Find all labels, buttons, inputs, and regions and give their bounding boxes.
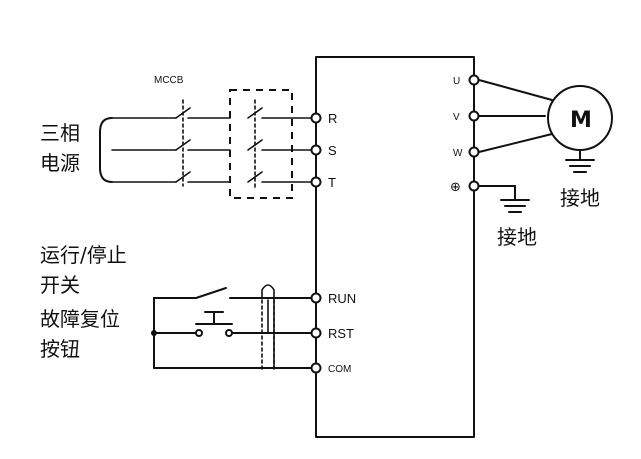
power-input-brace: [99, 117, 113, 183]
mccb-label: MCCB: [154, 75, 184, 86]
terminal-com: [310, 362, 322, 374]
reset-label-line2: 按钮: [40, 337, 80, 361]
terminal-r: [310, 112, 322, 124]
terminal-run: [310, 292, 322, 304]
reset-push-button: [153, 311, 313, 337]
shield-loops: [261, 284, 275, 373]
power-label-line2: 电源: [40, 151, 80, 175]
mccb-breaker: [175, 99, 231, 187]
run-stop-label-line2: 开关: [40, 273, 80, 297]
terminal-w: [468, 146, 480, 158]
run-stop-switch: [153, 287, 313, 299]
motor-label: M: [570, 108, 592, 133]
motor-ground-icon: [565, 149, 595, 173]
run-stop-label-line1: 运行/停止: [40, 243, 127, 267]
filter-box: [229, 89, 293, 199]
terminal-u-label: U: [453, 76, 460, 87]
terminal-v: [468, 110, 480, 122]
terminal-s: [310, 144, 322, 156]
terminal-s-label: S: [328, 143, 337, 158]
terminal-com-label: COM: [328, 364, 351, 375]
terminal-t-label: T: [328, 175, 336, 190]
terminal-v-label: V: [453, 112, 460, 123]
motor-ground-label: 接地: [560, 186, 600, 210]
terminal-ground: [468, 180, 480, 192]
terminal-w-label: W: [453, 148, 463, 159]
drive-ground-label: 接地: [497, 225, 537, 249]
terminal-rst-label: RST: [328, 326, 354, 341]
inverter-body: [315, 56, 475, 438]
terminal-r-label: R: [328, 111, 337, 126]
terminal-ground-symbol: ⊕: [450, 179, 461, 194]
reset-label-line1: 故障复位: [40, 307, 120, 331]
terminal-u: [468, 74, 480, 86]
filter-switches: [247, 99, 313, 191]
terminal-run-label: RUN: [328, 291, 356, 306]
terminal-rst: [310, 327, 322, 339]
terminal-t: [310, 176, 322, 188]
power-label-line1: 三相: [40, 121, 80, 145]
drive-ground-icon: [478, 185, 530, 213]
